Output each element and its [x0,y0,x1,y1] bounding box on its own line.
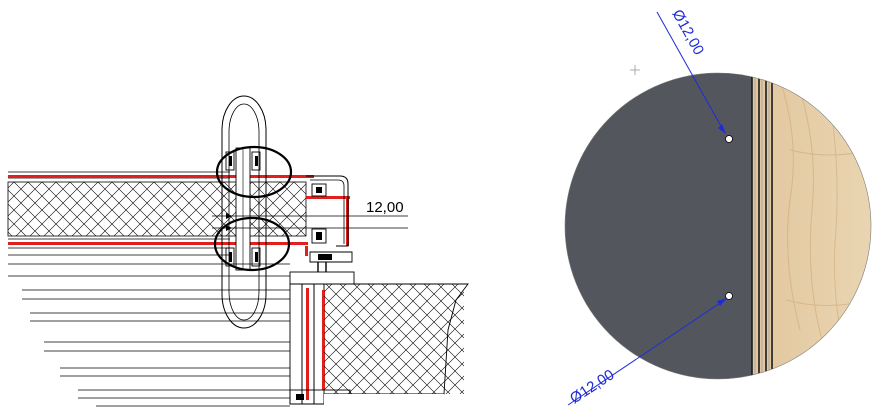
detail-dimension-bottom-label: Ø12,00 [567,366,618,407]
dimension-leader-bottom [567,298,727,406]
section-dimension-label: 12,00 [366,199,404,216]
hole-bottom [725,292,733,300]
lower-louvres [8,263,290,407]
highlight-ellipse-bottom [213,216,291,272]
dimension-leader-top [656,11,726,134]
frame-profile [306,175,353,263]
origin-marker [630,65,640,75]
detail-view: Ø12,00 Ø12,00 [564,7,872,407]
lower-frame-post [289,262,469,412]
section-view: 12,00 [7,95,469,412]
roller-oval [221,95,267,329]
highlight-ellipse-top [215,145,293,199]
dark-panel [565,73,752,379]
dimension-12 [212,213,408,231]
panel-core [7,171,307,256]
detail-dimension-top-label: Ø12,00 [669,7,708,58]
hole-top [725,135,733,143]
